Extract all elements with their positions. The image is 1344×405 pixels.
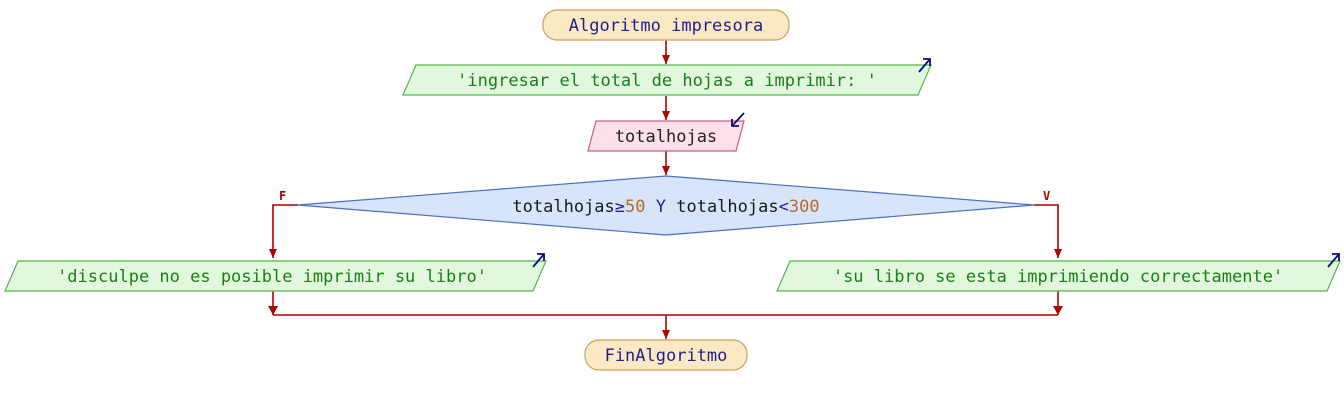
output-true-text: 'su libro se esta imprimiendo correctame…	[833, 267, 1283, 287]
true-branch-label: V	[1043, 189, 1050, 203]
decision-num2: 300	[789, 197, 820, 217]
decision-conj: Y	[646, 197, 677, 217]
start-terminal: Algoritmo impresora	[542, 9, 790, 41]
output-true-block: 'su libro se esta imprimiendo correctame…	[776, 253, 1341, 292]
connector-decision-true	[1034, 204, 1062, 258]
false-branch-label: F	[279, 189, 286, 203]
output-false-block: 'disculpe no es posible imprimir su libr…	[4, 253, 547, 292]
start-label: Algoritmo impresora	[569, 16, 763, 36]
output-false-text: 'disculpe no es posible imprimir su libr…	[57, 267, 487, 287]
connectors	[269, 40, 1062, 339]
input-var-text: totalhojas	[615, 127, 717, 147]
decision-block: totalhojas≥50 Y totalhojas<300	[297, 175, 1035, 236]
input-arrow-icon	[731, 112, 745, 127]
decision-condition: totalhojas≥50 Y totalhojas<300	[512, 197, 819, 217]
input-block: totalhojas	[587, 112, 745, 152]
decision-op2: <	[779, 197, 789, 217]
arrowhead-false-merge	[268, 306, 278, 315]
decision-op1: ≥	[615, 197, 625, 217]
output-true-arrow-icon	[1327, 253, 1340, 268]
decision-var1: totalhojas	[512, 197, 614, 217]
output-false-arrow-icon	[532, 253, 545, 268]
connector-decision-false	[269, 204, 298, 258]
end-label: FinAlgoritmo	[605, 346, 728, 366]
output-prompt-text: 'ingresar el total de hojas a imprimir: …	[457, 71, 877, 91]
output-arrow-icon	[918, 58, 931, 73]
end-terminal: FinAlgoritmo	[584, 339, 748, 371]
decision-var2: totalhojas	[676, 197, 778, 217]
output-prompt-block: 'ingresar el total de hojas a imprimir: …	[402, 58, 932, 96]
arrowhead-true-merge	[1053, 306, 1063, 315]
decision-num1: 50	[625, 197, 645, 217]
